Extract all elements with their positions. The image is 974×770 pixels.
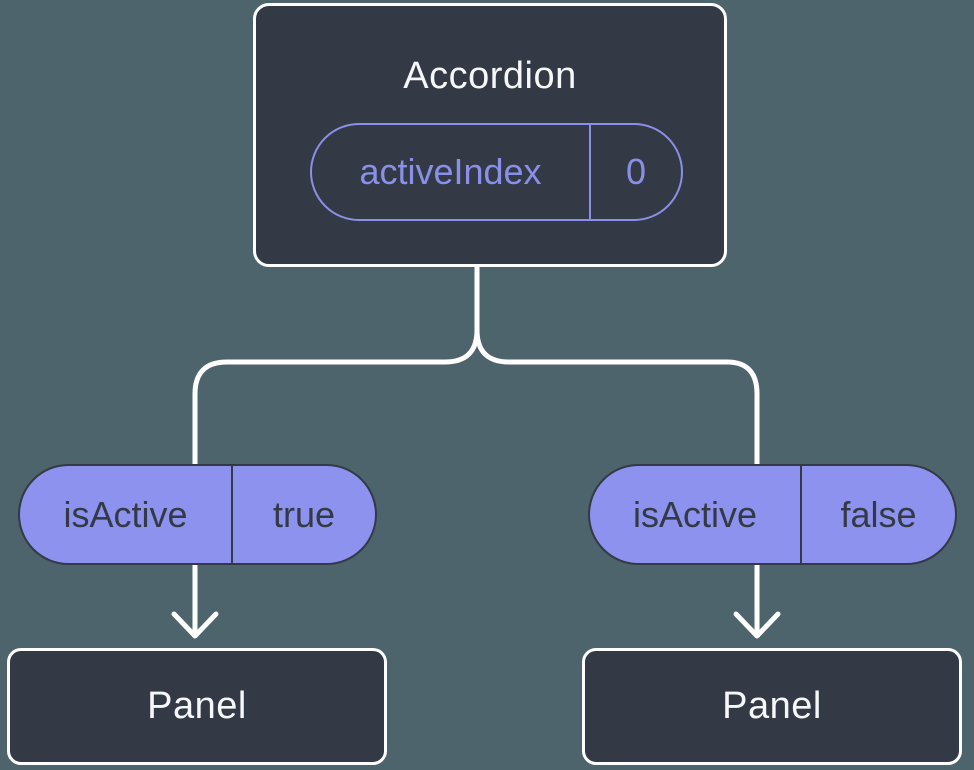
connector-branch-left: [192, 263, 480, 633]
prop-pill-name: isActive: [63, 493, 188, 535]
panel-node-title: Panel: [147, 685, 247, 727]
state-pill-name: activeIndex: [359, 151, 542, 192]
state-pill-value: 0: [589, 125, 681, 219]
prop-pill-isactive-false: isActive false: [588, 464, 957, 565]
arrow-down-icon: [733, 611, 781, 639]
arrow-down-icon: [171, 611, 219, 639]
panel-node-title: Panel: [722, 685, 822, 727]
prop-pill-value: true: [231, 466, 375, 563]
state-pill: activeIndex 0: [310, 123, 683, 221]
accordion-node: Accordion activeIndex 0: [253, 3, 727, 267]
panel-node-left: Panel: [7, 648, 387, 765]
panel-node-right: Panel: [582, 648, 962, 765]
prop-pill-value: false: [800, 466, 955, 563]
connector-branch-right: [474, 263, 760, 633]
prop-pill-isactive-true: isActive true: [18, 464, 377, 565]
accordion-node-title: Accordion: [403, 55, 577, 97]
prop-pill-name: isActive: [632, 493, 758, 535]
